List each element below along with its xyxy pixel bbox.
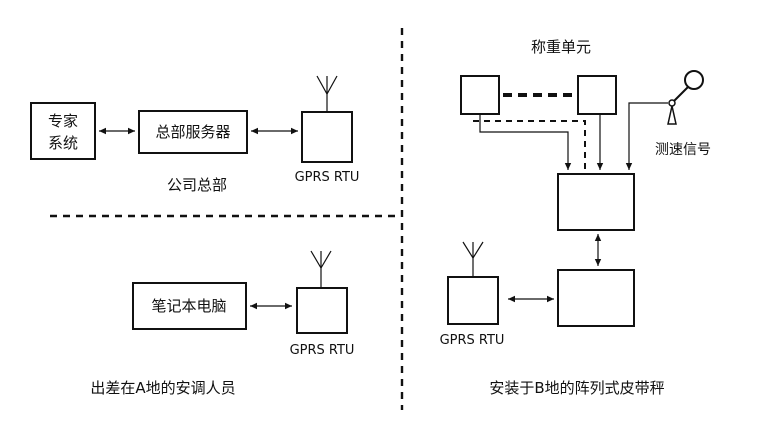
weighing-unit-left [460,75,500,115]
site-gprs-rtu: GPRS RTU [440,241,505,348]
controller-box [557,269,635,327]
weighing-unit-right [577,75,617,115]
main-server-label: 总部服务器 [155,123,230,141]
laptop-box: 笔记本电脑 [132,282,247,330]
field-gprs-rtu: GPRS RTU [290,250,355,358]
expert-system-label-line1: 专家 [48,112,78,130]
hq-gprs-rtu-label: GPRS RTU [295,170,360,185]
company-hq-label: 公司总部 [167,176,227,194]
main-server-box: 总部服务器 [138,110,248,154]
speed-signal-label: 测速信号 [655,142,711,158]
integrator-box [557,173,635,231]
site-gprs-rtu-label: GPRS RTU [440,333,505,348]
laptop-label: 笔记本电脑 [151,297,226,315]
antenna-icon [316,75,338,112]
expert-system-label-line2: 系统 [48,134,78,152]
field-staff-label: 出差在A地的安调人员 [90,379,235,397]
array-scale-label: 安装于B地的阵列式皮带秤 [489,379,664,397]
expert-system-box: 专家 系统 [30,102,96,160]
left-unit-signal-line [479,114,572,170]
dashed-signal-line [473,120,586,170]
speed-sensor-icon [667,70,704,125]
antenna-icon [310,250,332,288]
hq-gprs-rtu: GPRS RTU [295,75,360,185]
antenna-icon [462,241,484,277]
field-gprs-rtu-label: GPRS RTU [290,343,355,358]
speed-signal-line [625,102,668,170]
weighing-unit-label: 称重单元 [531,38,591,56]
